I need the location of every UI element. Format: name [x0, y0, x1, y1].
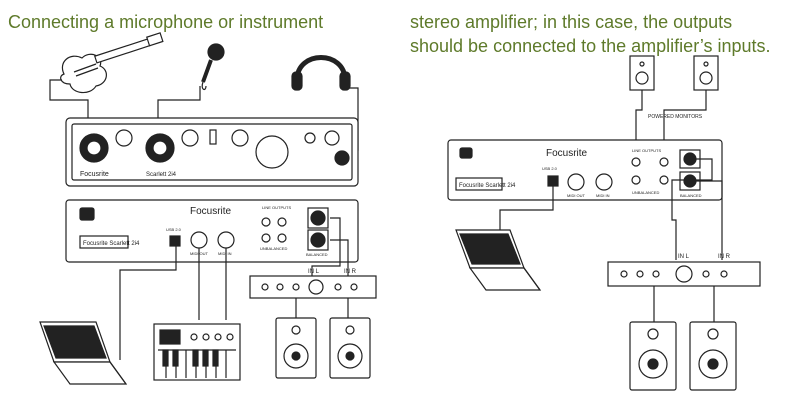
laptop-icon: [40, 322, 126, 384]
rear-balanced-label: BALANCED: [306, 252, 328, 257]
rear-line-outputs-label: LINE OUTPUTS: [262, 205, 291, 210]
rear-right-line-outputs-label: LINE OUTPUTS: [632, 148, 661, 153]
rear-right-balanced-label: BALANCED: [680, 193, 702, 198]
interface-rear-panel: Focusrite Focusrite Scarlett 2i4 USB 2.0…: [66, 200, 358, 262]
front-model: Scarlett 2i4: [146, 172, 177, 178]
rear-right-midi-in-label: MIDI IN: [596, 193, 610, 198]
amplifier-icon: IN L IN R: [250, 269, 376, 298]
rear-right-unbalanced-label: UNBALANCED: [632, 190, 659, 195]
guitar-icon: [61, 33, 163, 93]
rear-right-model-badge: Focusrite Scarlett 2i4: [459, 183, 516, 189]
speaker-icon: [630, 56, 654, 90]
amp-right-in-r: IN R: [718, 254, 731, 260]
rear-usb-label: USB 2.0: [166, 227, 182, 232]
rear-right-brand: Focusrite: [546, 148, 588, 159]
amp-left-in-l: IN L: [308, 269, 320, 275]
speaker-icon: [630, 322, 676, 390]
rear-right-midi-out-label: MIDI OUT: [567, 193, 586, 198]
rear-model-badge: Focusrite Scarlett 2i4: [83, 241, 140, 247]
midi-keyboard-icon: [154, 324, 240, 380]
speaker-icon: [690, 322, 736, 390]
speaker-icon: [330, 318, 370, 378]
speaker-icon: [694, 56, 718, 90]
amplifier-icon-right: IN L IN R: [608, 254, 760, 286]
interface-rear-panel-right: Focusrite Focusrite Scarlett 2i4 USB 2.0…: [448, 140, 722, 200]
speaker-icon: [276, 318, 316, 378]
powered-monitors-label: POWERED MONITORS: [648, 114, 703, 120]
interface-front-panel: Focusrite Scarlett 2i4: [66, 118, 358, 186]
amp-left-in-r: IN R: [344, 269, 357, 275]
rear-midi-in-label: MIDI IN: [218, 251, 232, 256]
front-brand: Focusrite: [80, 171, 109, 178]
microphone-icon: [202, 44, 224, 89]
headphones-icon: [292, 58, 350, 91]
rear-unbalanced-label: UNBALANCED: [260, 246, 287, 251]
laptop-icon: [456, 230, 540, 290]
rear-right-usb-label: USB 2.0: [542, 166, 558, 171]
amp-right-in-l: IN L: [678, 254, 690, 260]
rear-brand: Focusrite: [190, 206, 232, 217]
